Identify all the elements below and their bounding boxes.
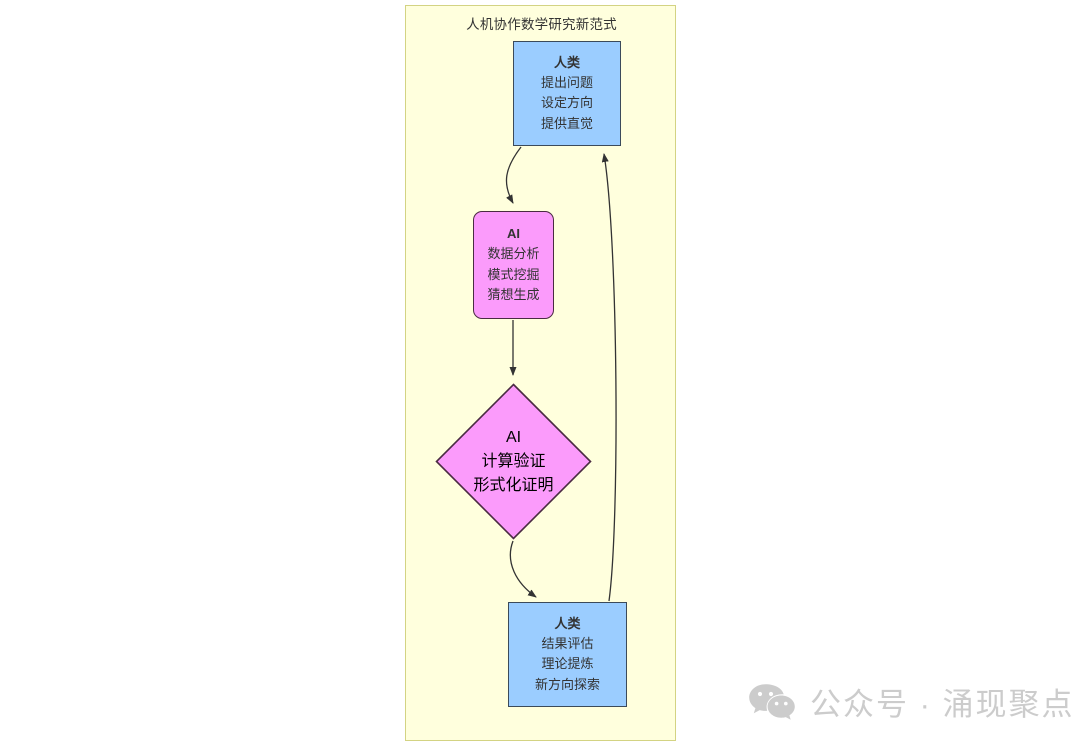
node-title: 人类 (553, 54, 580, 70)
node-line: 计算验证 (481, 452, 546, 470)
node-line: 模式挖掘 (487, 266, 540, 282)
node-title: AI (505, 428, 522, 446)
node-line: 新方向探索 (534, 676, 600, 692)
node-ai-verify[interactable]: AI 计算验证 形式化证明 (435, 383, 592, 540)
node-line: 提出问题 (540, 74, 593, 90)
diamond-shape (435, 383, 592, 540)
node-human-top[interactable]: 人类 提出问题 设定方向 提供直觉 (513, 41, 621, 146)
watermark-text: 公众号 · 涌现聚点 (810, 687, 1075, 722)
node-line: 形式化证明 (473, 476, 554, 494)
node-human-bottom[interactable]: 人类 结果评估 理论提炼 新方向探索 (508, 602, 627, 707)
wechat-icon (749, 683, 795, 720)
node-line: 数据分析 (487, 246, 540, 262)
node-line: 结果评估 (541, 635, 594, 651)
node-line: 设定方向 (540, 95, 593, 111)
node-line: 理论提炼 (541, 656, 594, 672)
node-title: AI (507, 226, 520, 242)
node-ai-analysis[interactable]: AI 数据分析 模式挖掘 猜想生成 (473, 211, 554, 319)
diagram-title: 人机协作数学研究新范式 (466, 17, 617, 32)
node-line: 提供直觉 (540, 115, 593, 131)
watermark: 公众号 · 涌现聚点 (748, 679, 1075, 724)
node-line: 猜想生成 (487, 287, 540, 303)
node-title: 人类 (554, 615, 581, 631)
